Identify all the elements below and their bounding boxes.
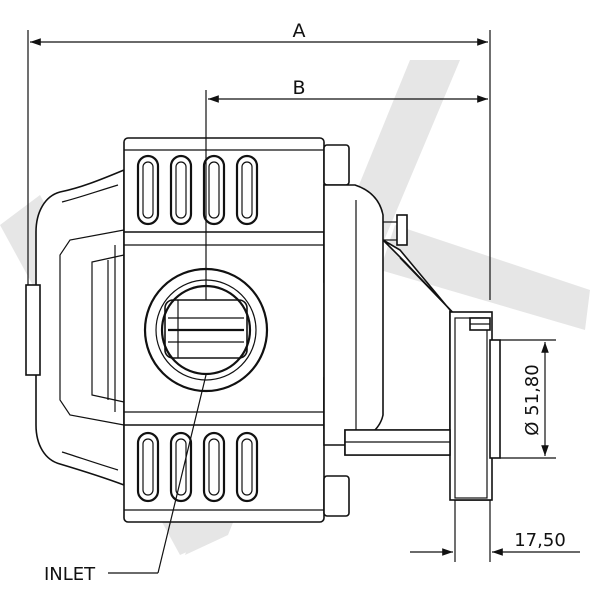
inlet-callout: INLET (44, 374, 207, 585)
pump-body (25, 137, 501, 523)
dimension-a-label: A (293, 20, 306, 42)
dimension-a: A (27, 20, 491, 300)
dimension-b: B (205, 77, 488, 300)
pilot-diameter-label: Ø 51,80 (522, 364, 543, 435)
inlet-label: INLET (44, 564, 96, 585)
front-cover (323, 184, 408, 446)
cooling-slots-top (136, 154, 259, 226)
dimension-b-label: B (292, 77, 305, 99)
dimension-pilot-diameter: Ø 51,80 (500, 339, 556, 459)
pilot-depth-label: 17,50 (514, 530, 566, 551)
dimension-pilot-depth: 17,50 (410, 500, 580, 562)
cooling-slots-bottom (136, 431, 259, 503)
mounting-flange (344, 239, 501, 501)
